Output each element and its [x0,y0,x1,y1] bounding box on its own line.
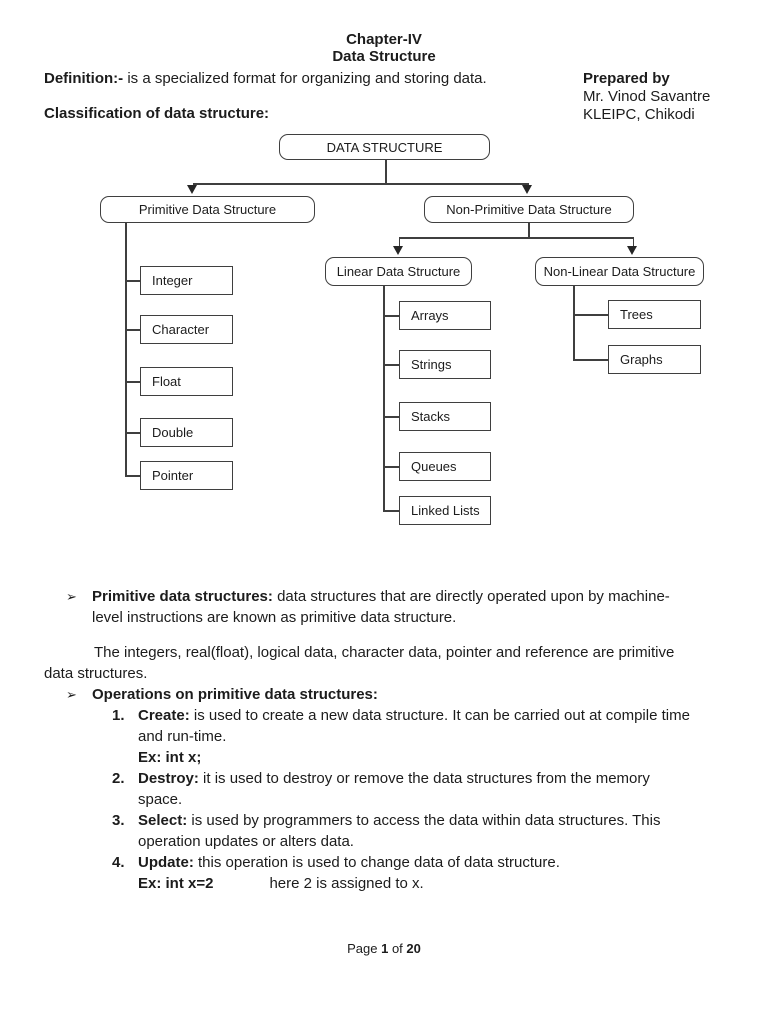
list-item-select: 3. Select: is used by programmers to acce… [44,810,726,852]
example-note: here 2 is assigned to x. [269,875,424,892]
node-queues: Queues [399,452,491,481]
node-arrays: Arrays [399,301,491,330]
item-text: is used by programmers to access the dat… [138,812,661,850]
node-float: Float [140,367,233,396]
item-text: is used to create a new data structure. … [138,707,690,745]
definition-text: is a specialized format for organizing a… [123,70,487,87]
item-text: this operation is used to change data of… [193,854,560,871]
node-pointer: Pointer [140,461,233,490]
node-trees: Trees [608,300,701,329]
connector-line [573,286,575,360]
bullet1-label: Primitive data structures: [92,588,273,605]
item-number: 1. [112,707,125,724]
connector-line [528,223,530,237]
arrow-down-icon [627,246,637,255]
connector-line [125,329,140,331]
connector-line [385,160,387,183]
list-item-create: 1. Create: is used to create a new data s… [44,705,726,768]
list-item-destroy: 2. Destroy: it is used to destroy or remo… [44,768,726,810]
arrow-down-icon [522,185,532,194]
list-item-update: 4. Update: this operation is used to chan… [44,852,726,894]
connector-line [125,280,140,282]
connector-line [193,183,529,185]
node-linked-lists: Linked Lists [399,496,491,525]
connector-line [383,315,399,317]
arrow-down-icon [393,246,403,255]
example-code: Ex: int x; [138,749,202,766]
page-footer: Page 1 of 20 [0,941,768,956]
prepared-by-block: Prepared by Mr. Vinod Savantre KLEIPC, C… [583,70,710,124]
connector-line [125,432,140,434]
bullet2-label: Operations on primitive data structures: [92,686,378,703]
bullet-arrow-icon: ➢ [66,589,77,604]
prepared-by-label: Prepared by [583,70,670,87]
node-graphs: Graphs [608,345,701,374]
footer-total-pages: 20 [406,941,421,956]
chapter-subtitle: Data Structure [332,48,436,65]
connector-line [125,475,140,477]
connector-line [383,416,399,418]
example-code: Ex: int x=2 [138,875,214,892]
node-non-primitive: Non-Primitive Data Structure [424,196,634,223]
page-title: Chapter-IV Data Structure [0,31,768,65]
chapter-title: Chapter-IV [346,31,422,48]
item-label: Select: [138,812,188,829]
connector-line [573,314,608,316]
node-double: Double [140,418,233,447]
item-label: Destroy: [138,770,199,787]
definition-label: Definition:- [44,70,124,87]
operations-list: 1. Create: is used to create a new data s… [44,705,726,894]
bullet-arrow-icon: ➢ [66,687,77,702]
connector-line [125,223,127,476]
connector-line [125,381,140,383]
bullet1-text: data structures that are directly operat… [92,588,670,626]
connector-line [383,466,399,468]
connector-line [632,237,634,248]
node-stacks: Stacks [399,402,491,431]
node-linear: Linear Data Structure [325,257,472,286]
node-integer: Integer [140,266,233,295]
item-label: Create: [138,707,190,724]
node-data-structure: DATA STRUCTURE [279,134,490,160]
connector-line [399,237,633,239]
footer-of-text: of [388,941,407,956]
item-number: 3. [112,812,125,829]
item-number: 2. [112,770,125,787]
node-primitive: Primitive Data Structure [100,196,315,223]
bullet-operations-heading: ➢ Operations on primitive data structures… [44,684,726,705]
paragraph-primitive-types: The integers, real(float), logical data,… [44,644,675,682]
item-number: 4. [112,854,125,871]
connector-line [383,364,399,366]
classification-flowchart: DATA STRUCTURE Primitive Data Structure … [100,134,704,525]
item-label: Update: [138,854,194,871]
prepared-by-name: Mr. Vinod Savantre [583,88,711,105]
prepared-by-org: KLEIPC, Chikodi [583,106,695,123]
item-text: it is used to destroy or remove the data… [138,770,650,808]
connector-line [573,359,608,361]
node-character: Character [140,315,233,344]
node-strings: Strings [399,350,491,379]
bullet-primitive-definition: ➢ Primitive data structures: data structu… [44,586,726,628]
classification-heading: Classification of data structure: [44,105,270,122]
footer-page-number: 1 [381,941,389,956]
arrow-down-icon [187,185,197,194]
definition-line: Definition:- is a specialized format for… [44,70,574,87]
connector-line [383,510,399,512]
node-non-linear: Non-Linear Data Structure [535,257,704,286]
body-text: ➢ Primitive data structures: data structu… [44,586,726,894]
footer-page-prefix: Page [347,941,382,956]
connector-line [383,286,385,511]
connector-line [398,237,400,248]
